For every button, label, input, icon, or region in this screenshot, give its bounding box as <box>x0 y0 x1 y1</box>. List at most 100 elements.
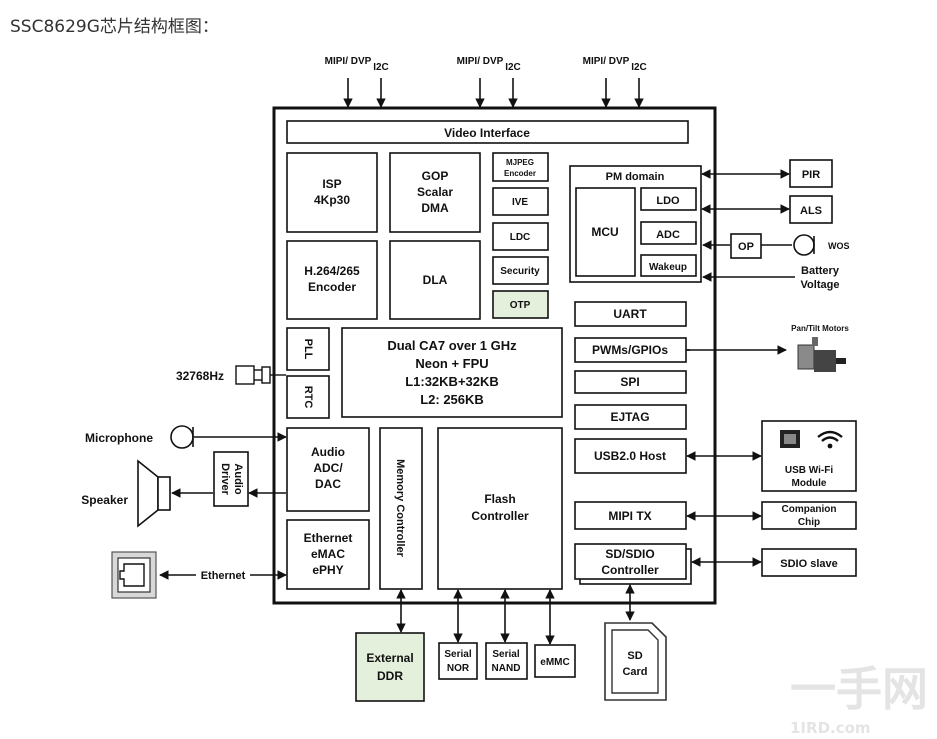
sdio-controller-block <box>574 543 687 580</box>
mipi-tx-block <box>574 501 687 530</box>
op-label: OP <box>738 241 754 253</box>
crystal-icon <box>235 365 286 385</box>
isp-block <box>286 152 378 233</box>
adc-label: ADC <box>656 229 680 241</box>
companion-chip-label: Companion <box>782 504 837 515</box>
serial-nor-label: Serial <box>444 649 471 660</box>
dla-label: DLA <box>423 273 448 287</box>
ethernet-block-label: Ethernet <box>304 531 353 545</box>
pwm-gpio-block <box>574 337 687 363</box>
memory-controller-block <box>379 427 423 590</box>
ive-block <box>492 187 549 216</box>
uart-block <box>574 301 687 327</box>
rtc-block <box>286 375 330 419</box>
flash-controller-block <box>437 427 563 590</box>
mipi-tx-label: MIPI TX <box>608 509 651 523</box>
sd-card-icon <box>604 622 667 701</box>
sd-card-label: SD <box>627 650 642 662</box>
pll-label: PLL <box>302 339 314 360</box>
usb-wifi-label: Module <box>792 478 827 489</box>
top-signal-label: MIPI/ DVP <box>325 56 372 67</box>
pir-block <box>789 159 833 188</box>
sdio-controller-label: Controller <box>601 563 659 577</box>
cpu-label: L2: 256KB <box>420 392 484 407</box>
top-signal-label: I2C <box>505 62 521 73</box>
security-label: Security <box>500 266 540 277</box>
speaker-icon <box>137 459 171 528</box>
serial-nand-label: NAND <box>492 663 521 674</box>
usb-wifi-label: USB Wi-Fi <box>785 465 833 476</box>
emmc-label: eMMC <box>540 657 569 668</box>
dla-block <box>389 240 481 320</box>
usb-wifi-module-block <box>761 420 857 492</box>
isp-label: ISP <box>322 177 341 191</box>
ethernet-port-icon <box>111 551 157 599</box>
ethernet-block-label: eMAC <box>311 547 345 561</box>
gop-block <box>389 152 481 233</box>
h264-label: Encoder <box>308 280 356 294</box>
adc-block <box>640 221 697 245</box>
top-signal-label: I2C <box>631 62 647 73</box>
crystal-label: 32768Hz <box>176 369 224 383</box>
video-interface-label: Video Interface <box>444 126 530 140</box>
h264-label: H.264/265 <box>304 264 360 278</box>
memory-controller-label: Memory Controller <box>394 459 406 558</box>
ive-label: IVE <box>512 197 528 208</box>
emmc-block <box>534 644 576 678</box>
sdio-slave-block <box>761 548 857 577</box>
sdio-controller-label: SD/SDIO <box>605 547 654 561</box>
cpu-label: Neon + FPU <box>415 356 488 371</box>
top-signal-label: I2C <box>373 62 389 73</box>
als-block <box>789 195 833 224</box>
companion-chip-block <box>761 501 857 530</box>
top-signals: MIPI/ DVP I2C MIPI/ DVP I2C MIPI/ DVP I2… <box>325 56 647 73</box>
otp-label: OTP <box>510 300 531 311</box>
h264-encoder-block <box>286 240 378 320</box>
companion-chip-label: Chip <box>798 517 820 528</box>
usb-host-block <box>574 438 687 474</box>
top-signal-arrows <box>343 78 644 108</box>
audio-label: ADC/ <box>313 461 343 475</box>
page-title: SSC8629G芯片结构框图： <box>10 17 219 37</box>
ldc-label: LDC <box>510 232 531 243</box>
isp-label: 4Kp30 <box>314 193 350 207</box>
sdio-slave-label: SDIO slave <box>780 558 837 570</box>
als-label: ALS <box>800 205 822 217</box>
external-ddr-label: DDR <box>377 669 403 683</box>
audio-driver-block <box>213 451 249 507</box>
audio-adc-dac-block <box>286 427 370 512</box>
ldo-label: LDO <box>656 195 680 207</box>
ethernet-emac-block <box>286 519 370 590</box>
audio-label: DAC <box>315 477 341 491</box>
microphone-icon <box>170 425 194 449</box>
gop-label: Scalar <box>417 185 453 199</box>
gop-label: DMA <box>421 201 449 215</box>
battery-voltage-label: Battery <box>801 265 840 277</box>
usb-host-label: USB2.0 Host <box>594 449 666 463</box>
op-block <box>730 233 762 259</box>
cpu-block <box>341 327 563 418</box>
microphone-label: Microphone <box>85 431 153 445</box>
wakeup-label: Wakeup <box>649 262 687 273</box>
mcu-label: MCU <box>591 225 618 239</box>
uart-label: UART <box>613 307 647 321</box>
chip-icon <box>780 430 800 448</box>
pan-tilt-label: Pan/Tilt Motors <box>791 324 849 333</box>
flash-controller-label: Controller <box>471 509 529 523</box>
ejtag-block <box>574 404 687 430</box>
battery-voltage-label: Voltage <box>801 279 840 291</box>
mjpeg-block <box>492 152 549 182</box>
ldo-block <box>640 187 697 211</box>
pir-label: PIR <box>802 169 820 181</box>
ethernet-block-label: ePHY <box>312 563 343 577</box>
pll-block <box>286 327 330 371</box>
audio-driver-label: Audio <box>232 463 244 494</box>
external-ddr-label: External <box>366 651 413 665</box>
ldc-block <box>492 222 549 251</box>
gop-label: GOP <box>422 169 449 183</box>
top-signal-label: MIPI/ DVP <box>583 56 630 67</box>
cpu-label: Dual CA7 over 1 GHz <box>387 338 517 353</box>
mcu-block <box>575 187 636 277</box>
pm-domain-label: PM domain <box>606 171 665 183</box>
